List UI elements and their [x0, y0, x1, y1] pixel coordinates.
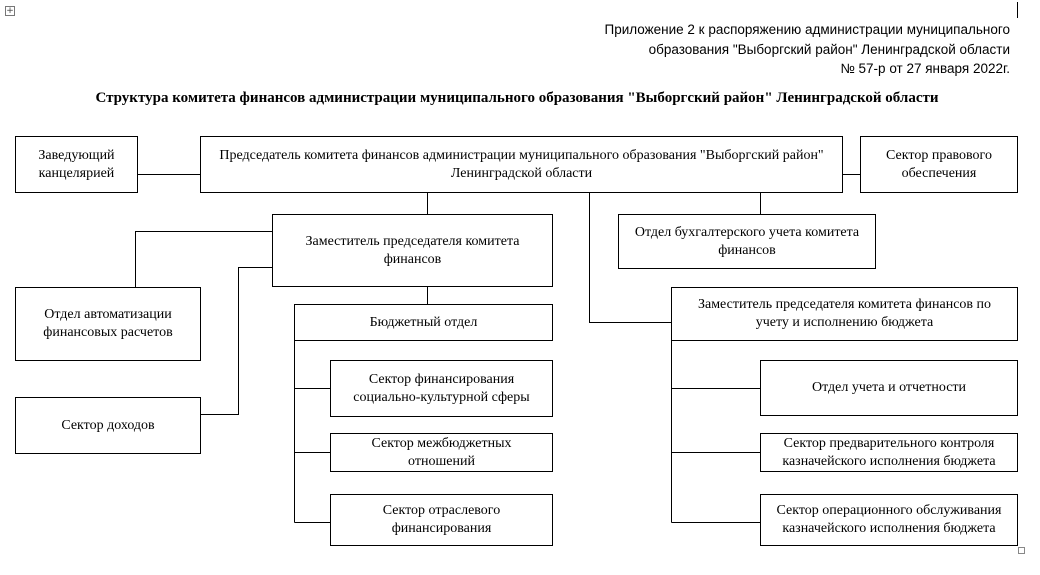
appendix-line-3: № 57-р от 27 января 2022г. [840, 61, 1010, 76]
box-legal-sector: Сектор правового обеспечения [860, 136, 1018, 193]
appendix-line-1: Приложение 2 к распоряжению администраци… [604, 22, 1010, 37]
box-revenue-sector: Сектор доходов [15, 397, 201, 454]
resize-handle-icon[interactable] [1018, 547, 1025, 554]
box-budget-dept: Бюджетный отдел [294, 304, 553, 341]
box-reporting-dept: Отдел учета и отчетности [760, 360, 1018, 416]
connector-deputy-revenue [201, 267, 272, 415]
move-handle-icon[interactable]: + [5, 6, 15, 16]
box-chancellery-head: Заведующий канцелярией [15, 136, 138, 193]
box-sector-financing: Сектор отраслевого финансирования [330, 494, 553, 546]
box-accounting-dept: Отдел бухгалтерского учета комитета фина… [618, 214, 876, 269]
box-preliminary-control-sector: Сектор предварительного контроля казначе… [760, 433, 1018, 472]
page-margin-marker [1017, 2, 1018, 18]
connector-chairman-deputy-budget [589, 193, 671, 323]
box-operational-service-sector: Сектор операционного обслуживания казнач… [760, 494, 1018, 546]
box-social-sphere-sector: Сектор финансирования социально-культурн… [330, 360, 553, 417]
box-automation-dept: Отдел автоматизации финансовых расчетов [15, 287, 201, 361]
connector-deputy-automation [135, 231, 272, 287]
box-deputy-budget-execution: Заместитель председателя комитета финанс… [671, 287, 1018, 341]
box-chairman: Председатель комитета финансов администр… [200, 136, 843, 193]
chart-title: Структура комитета финансов администраци… [95, 90, 939, 106]
box-deputy-chairman: Заместитель председателя комитета финанс… [272, 214, 553, 287]
appendix-line-2: образования "Выборгский район" Ленинград… [648, 41, 1010, 57]
appendix-header: Приложение 2 к распоряжению администраци… [510, 20, 1010, 79]
box-interbudget-sector: Сектор межбюджетных отношений [330, 433, 553, 472]
